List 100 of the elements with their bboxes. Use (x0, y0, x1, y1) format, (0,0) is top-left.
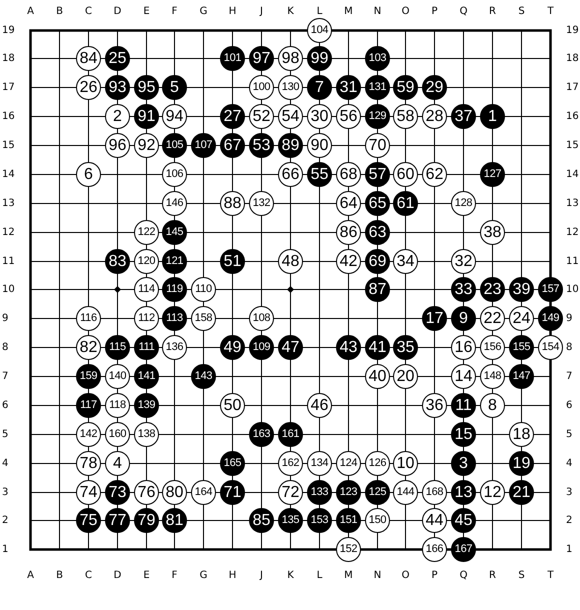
go-stone: 35 (393, 335, 418, 360)
go-stone: 2 (105, 104, 130, 129)
go-stone: 72 (278, 480, 303, 505)
row-coordinate: 2 (2, 514, 8, 526)
go-stone: 10 (393, 451, 418, 476)
column-coordinate: O (402, 6, 410, 18)
go-stone: 92 (134, 133, 159, 158)
go-stone: 87 (365, 277, 390, 302)
go-stone: 40 (365, 364, 390, 389)
go-stone: 69 (365, 249, 390, 274)
row-coordinate: 18 (2, 52, 15, 64)
column-coordinate: E (143, 570, 150, 582)
row-coordinate: 10 (566, 284, 579, 296)
row-coordinate: 19 (566, 24, 579, 36)
go-stone: 86 (336, 220, 361, 245)
go-stone: 21 (509, 480, 534, 505)
go-stone: 25 (105, 46, 130, 71)
go-stone: 121 (162, 249, 187, 274)
go-stone: 5 (162, 75, 187, 100)
go-stone: 89 (278, 133, 303, 158)
go-stone: 27 (220, 104, 245, 129)
go-stone: 94 (162, 104, 187, 129)
go-stone: 144 (393, 480, 418, 505)
column-coordinate: B (56, 6, 63, 18)
go-stone: 157 (538, 277, 563, 302)
go-stone: 84 (76, 46, 101, 71)
go-stone: 66 (278, 162, 303, 187)
row-coordinate: 5 (2, 428, 8, 440)
go-stone: 122 (134, 220, 159, 245)
go-stone: 80 (162, 480, 187, 505)
column-coordinate: C (85, 6, 92, 18)
go-stone: 52 (249, 104, 274, 129)
go-stone: 13 (451, 480, 476, 505)
go-stone: 24 (509, 306, 534, 331)
go-stone: 8 (480, 393, 505, 418)
go-stone: 104 (307, 18, 332, 43)
go-stone: 53 (249, 133, 274, 158)
row-coordinate: 8 (2, 342, 8, 354)
go-stone: 33 (451, 277, 476, 302)
go-stone: 123 (336, 480, 361, 505)
go-stone: 119 (162, 277, 187, 302)
column-coordinate: M (344, 6, 353, 18)
go-stone: 76 (134, 480, 159, 505)
go-stone: 134 (307, 451, 332, 476)
go-stone: 22 (480, 306, 505, 331)
go-stone: 136 (162, 335, 187, 360)
go-stone: 65 (365, 191, 390, 216)
column-coordinate: H (228, 570, 236, 582)
go-stone: 153 (307, 508, 332, 533)
go-stone: 41 (365, 335, 390, 360)
go-stone: 38 (480, 220, 505, 245)
go-stone: 98 (278, 46, 303, 71)
go-stone: 158 (191, 306, 216, 331)
go-stone: 143 (191, 364, 216, 389)
column-coordinate: F (172, 6, 178, 18)
go-stone: 120 (134, 249, 159, 274)
go-stone: 96 (105, 133, 130, 158)
go-stone: 63 (365, 220, 390, 245)
row-coordinate: 11 (566, 256, 579, 268)
go-stone: 58 (393, 104, 418, 129)
go-stone: 129 (365, 104, 390, 129)
go-stone: 154 (538, 335, 563, 360)
go-stone: 95 (134, 75, 159, 100)
go-stone: 23 (480, 277, 505, 302)
column-coordinate: L (316, 6, 322, 18)
go-stone: 45 (451, 508, 476, 533)
go-stone: 165 (220, 451, 245, 476)
go-stone: 103 (365, 46, 390, 71)
go-stone: 17 (422, 306, 447, 331)
row-coordinate: 4 (566, 458, 572, 470)
go-stone: 43 (336, 335, 361, 360)
go-stone: 128 (451, 191, 476, 216)
go-stone: 155 (509, 335, 534, 360)
go-stone: 7 (307, 75, 332, 100)
go-stone: 32 (451, 249, 476, 274)
go-stone: 106 (162, 162, 187, 187)
go-stone: 44 (422, 508, 447, 533)
go-stone: 115 (105, 335, 130, 360)
go-stone: 161 (278, 422, 303, 447)
go-stone: 127 (480, 162, 505, 187)
go-stone: 50 (220, 393, 245, 418)
go-stone: 26 (76, 75, 101, 100)
go-stone: 3 (451, 451, 476, 476)
go-stone: 109 (249, 335, 274, 360)
row-coordinate: 12 (566, 226, 579, 238)
column-coordinate: R (489, 570, 496, 582)
go-stone: 99 (307, 46, 332, 71)
go-stone: 57 (365, 162, 390, 187)
go-stone: 60 (393, 162, 418, 187)
go-stone: 126 (365, 451, 390, 476)
go-stone: 34 (393, 249, 418, 274)
go-stone: 30 (307, 104, 332, 129)
go-stone: 61 (393, 191, 418, 216)
go-stone: 142 (76, 422, 101, 447)
row-coordinate: 2 (566, 514, 572, 526)
row-coordinate: 6 (566, 400, 572, 412)
go-stone: 166 (422, 537, 447, 562)
column-coordinate: C (85, 570, 92, 582)
column-coordinate: P (431, 570, 438, 582)
column-coordinate: G (200, 6, 208, 18)
